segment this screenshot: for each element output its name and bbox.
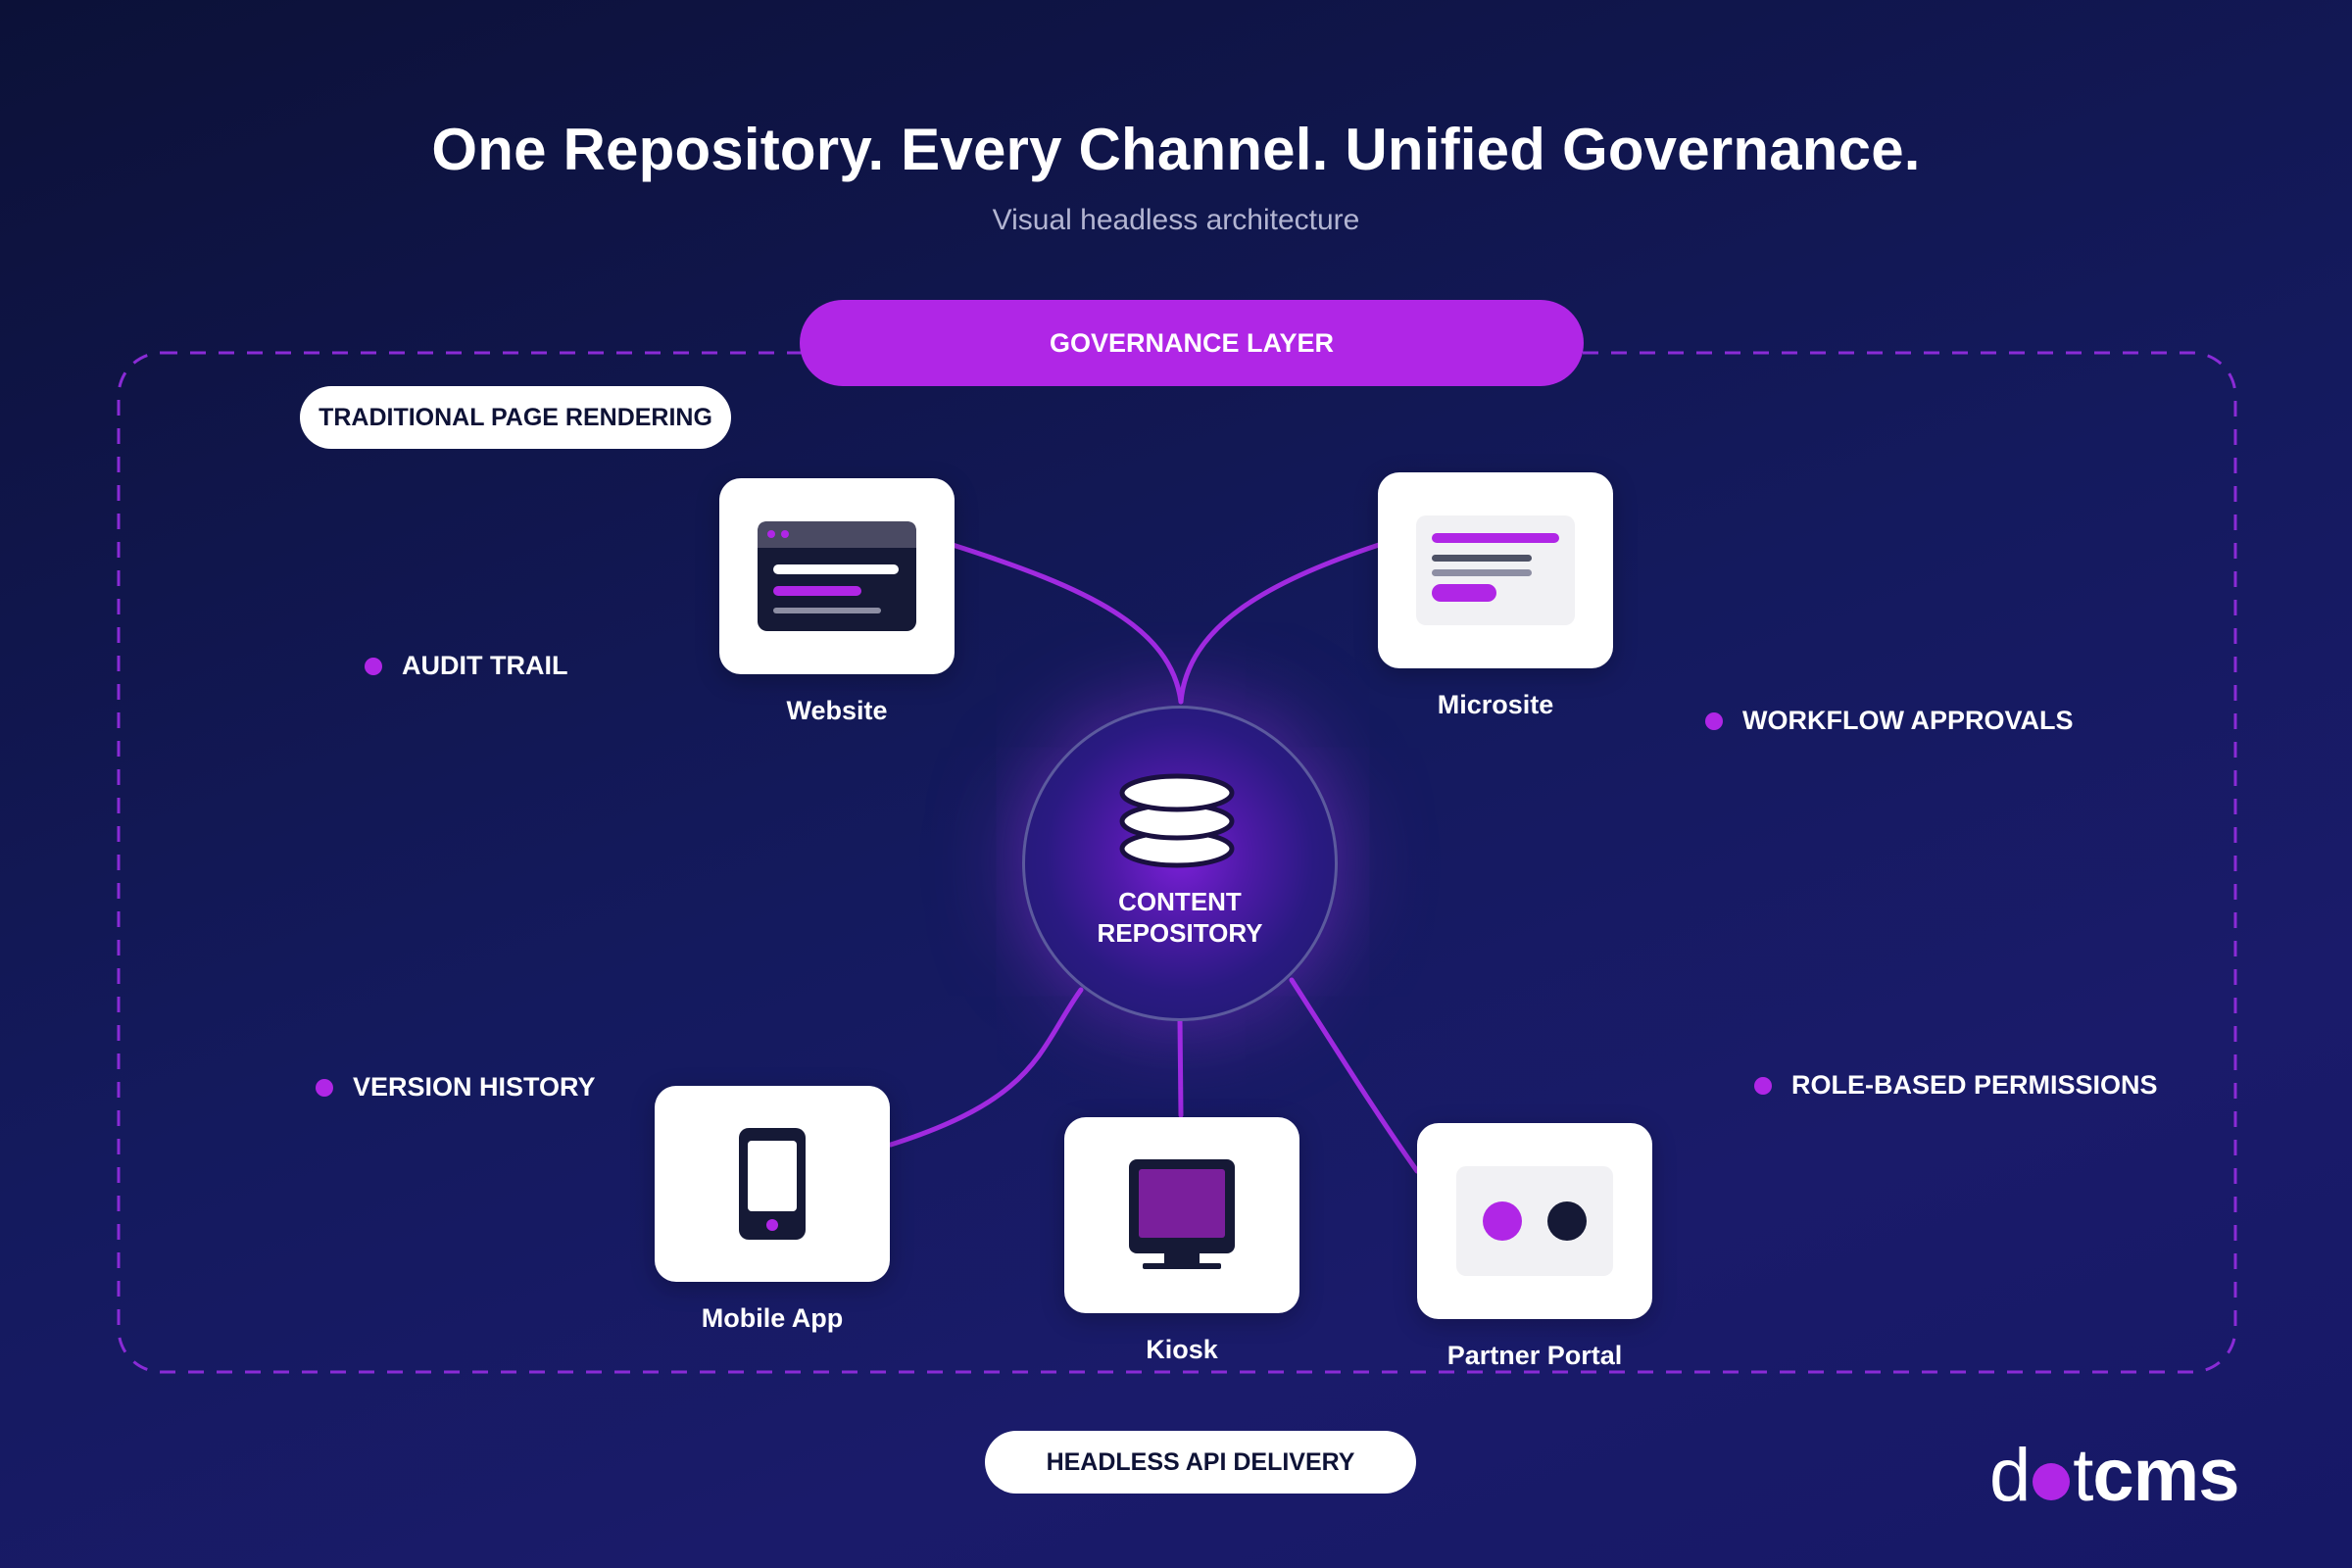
feature-version-history: VERSION HISTORY [316, 1072, 596, 1102]
connector-website [950, 542, 1184, 705]
partner-portal-card [1417, 1123, 1652, 1319]
connector-kiosk [1177, 1016, 1184, 1118]
toggle-dots-icon [1456, 1166, 1613, 1276]
logo-text-cms: cms [2092, 1434, 2239, 1517]
bullet-dot [1705, 711, 1723, 730]
feature-version-history-label: VERSION HISTORY [353, 1072, 596, 1102]
website-card [719, 478, 955, 674]
governance-boundary [117, 351, 2237, 1374]
website-label: Website [786, 696, 888, 725]
logo-dot-icon [2033, 1463, 2071, 1500]
logo-text-d: d [1989, 1434, 2031, 1517]
partner-portal-label: Partner Portal [1446, 1341, 1623, 1370]
feature-audit-trail: AUDIT TRAIL [365, 651, 567, 681]
page-subtitle: Visual headless architecture [992, 204, 1360, 236]
content-repository-label: CONTENT REPOSITORY [1022, 886, 1338, 949]
content-lines-icon [1416, 515, 1575, 625]
hub-label-line1: CONTENT [1118, 887, 1242, 916]
database-icon [1119, 773, 1235, 868]
governance-layer-badge: GOVERNANCE LAYER [800, 300, 1584, 386]
bullet-dot [365, 657, 382, 675]
microsite-card [1378, 472, 1613, 668]
connector-microsite [1178, 542, 1382, 705]
traditional-rendering-badge: TRADITIONAL PAGE RENDERING [300, 386, 731, 449]
connector-partner-portal [1289, 977, 1420, 1174]
page-title: One Repository. Every Channel. Unified G… [431, 117, 1921, 182]
feature-audit-trail-label: AUDIT TRAIL [402, 651, 568, 680]
hub-label-line2: REPOSITORY [1097, 918, 1263, 948]
feature-workflow-approvals: WORKFLOW APPROVALS [1705, 706, 2073, 736]
kiosk-label: Kiosk [1146, 1335, 1218, 1364]
feature-role-based-permissions: ROLE-BASED PERMISSIONS [1754, 1070, 2158, 1101]
feature-role-based-permissions-label: ROLE-BASED PERMISSIONS [1791, 1070, 2158, 1100]
browser-window-icon [758, 521, 916, 631]
mobile-app-card [655, 1086, 890, 1282]
kiosk-card [1064, 1117, 1299, 1313]
headless-api-badge: HEADLESS API DELIVERY [985, 1431, 1416, 1494]
smartphone-icon [739, 1128, 806, 1240]
monitor-icon [1129, 1159, 1235, 1269]
feature-workflow-approvals-label: WORKFLOW APPROVALS [1742, 706, 2074, 735]
connector-mobile-app [888, 987, 1084, 1148]
bullet-dot [316, 1078, 333, 1097]
microsite-label: Microsite [1437, 690, 1554, 719]
mobile-app-label: Mobile App [701, 1303, 844, 1333]
bullet-dot [1754, 1076, 1772, 1095]
logo-text-t: t [2073, 1434, 2093, 1517]
